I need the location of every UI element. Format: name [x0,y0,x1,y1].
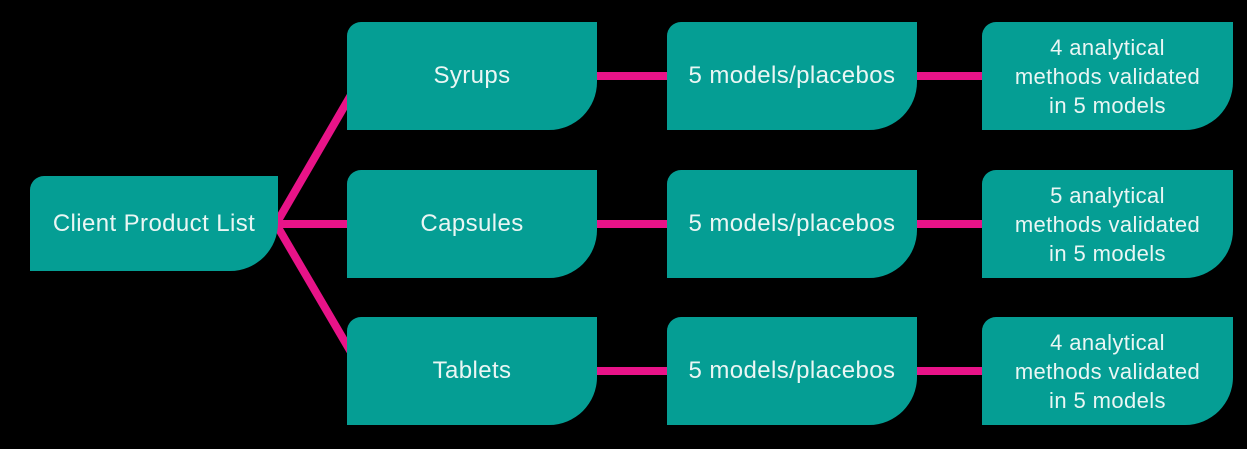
node-label: 5 models/placebos [688,210,896,237]
node-label: 4 analytical methods validated in 5 mode… [1014,329,1201,413]
node-label: Capsules [420,210,524,237]
node-label: Tablets [432,357,512,384]
node-models-syrups: 5 models/placebos [667,22,917,130]
node-models-tablets: 5 models/placebos [667,317,917,425]
node-result-tablets: 4 analytical methods validated in 5 mode… [982,317,1233,425]
node-category-syrups: Syrups [347,22,597,130]
node-result-syrups: 4 analytical methods validated in 5 mode… [982,22,1233,130]
node-label: Client Product List [52,209,256,237]
node-models-capsules: 5 models/placebos [667,170,917,278]
node-label: 5 models/placebos [688,62,896,89]
node-label: 5 models/placebos [688,357,896,384]
node-category-capsules: Capsules [347,170,597,278]
node-label: 5 analytical methods validated in 5 mode… [1014,182,1201,266]
node-label: 4 analytical methods validated in 5 mode… [1014,34,1201,118]
node-label: Syrups [433,62,511,89]
node-category-tablets: Tablets [347,317,597,425]
node-client-product-list: Client Product List [30,176,278,271]
node-result-capsules: 5 analytical methods validated in 5 mode… [982,170,1233,278]
